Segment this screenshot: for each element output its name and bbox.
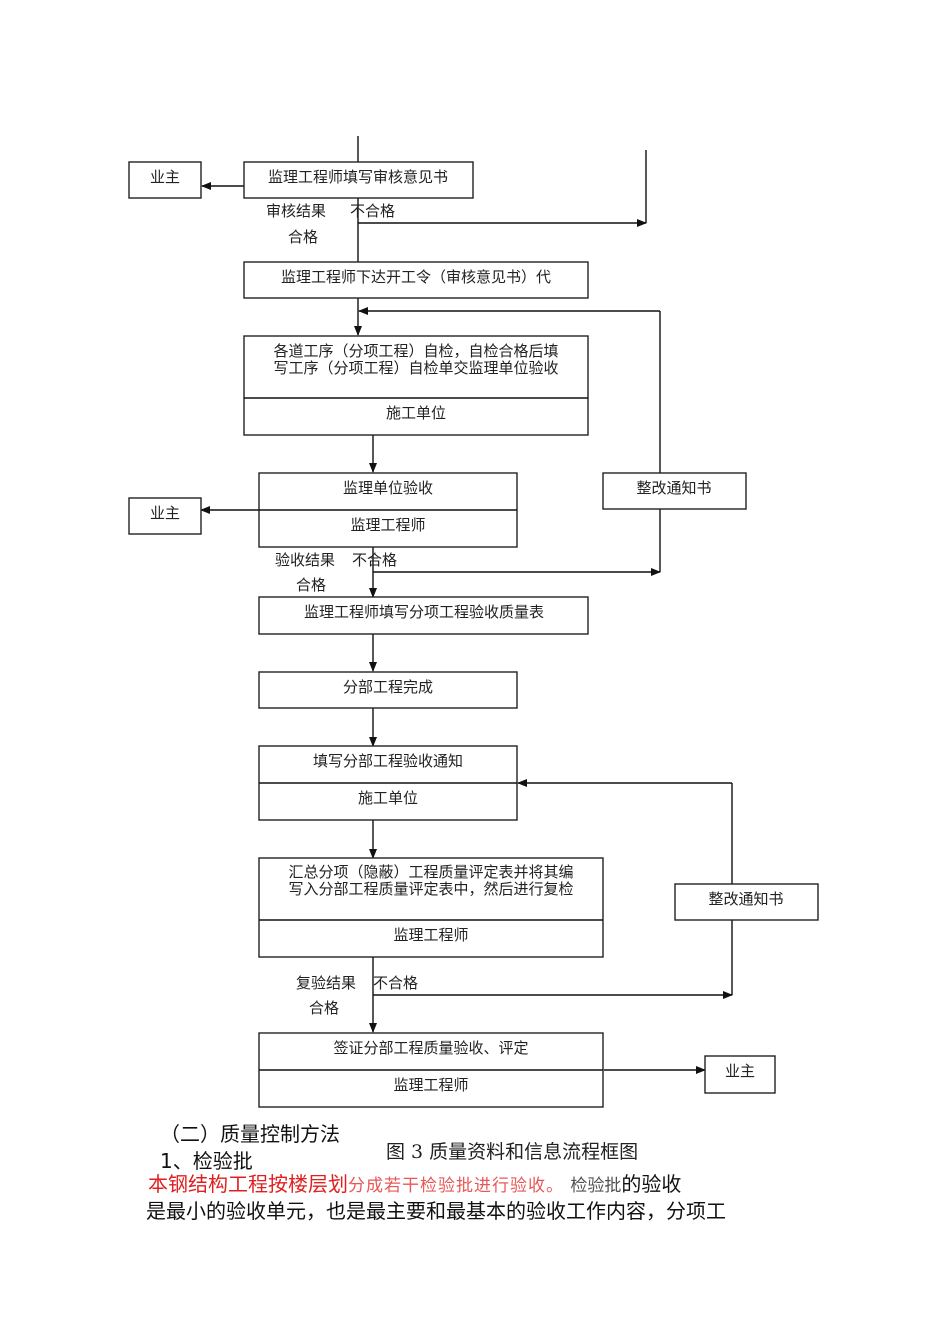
self-inspection-box: 各道工序（分项工程）自检，自检合格后填 写工序（分项工程）自检单交监理单位验收 … [243, 335, 589, 436]
paragraph-line-1: 本钢结构工程按楼层划分成若干检验批进行验收。 检验批的验收 [148, 1168, 681, 1197]
connectors [200, 136, 733, 1074]
rectification-notice-box-2: 整改通知书 [674, 883, 819, 921]
paragraph-faded: 分成若干检验批进行验收。 [348, 1176, 564, 1196]
fail-label-2: 不合格 [352, 551, 397, 569]
fail-label-3: 不合格 [373, 974, 418, 992]
box-text: 监理工程师填写分项工程验收质量表 [304, 603, 544, 621]
issue-start-order-box: 监理工程师下达开工令（审核意见书）代 [243, 261, 589, 299]
box-text-line-1: 各道工序（分项工程）自检，自检合格后填 [273, 342, 558, 360]
box-text: 填写分部工程验收通知 [313, 752, 463, 770]
responsible-party: 监理工程师 [393, 1076, 468, 1094]
figure-caption: 图 3 质量资料和信息流程框图 [386, 1141, 639, 1163]
pass-label-1: 合格 [288, 228, 318, 246]
fill-quality-table-box: 监理工程师填写分项工程验收质量表 [258, 596, 589, 635]
owner-box-3: 业主 [704, 1055, 776, 1094]
box-text: 监理单位验收 [343, 479, 433, 497]
responsible-party: 监理工程师 [350, 516, 425, 534]
paragraph-text: 的验收 [621, 1172, 682, 1196]
quality-info-flowchart: 业主 监理工程师填写审核意见书 监理工程师下达开工令（审核意见书）代 各道工序（… [128, 136, 819, 1108]
summary-recheck-box: 汇总分项（隐蔽）工程质量评定表并将其编 写入分部工程质量评定表中，然后进行复检 … [258, 857, 604, 958]
fill-division-notice-box: 填写分部工程验收通知 施工单位 [258, 745, 518, 821]
rectification-notice-box-1: 整改通知书 [602, 472, 747, 510]
box-text-line-2: 写入分部工程质量评定表中，然后进行复检 [288, 880, 573, 898]
acceptance-result-label: 验收结果 [275, 551, 335, 569]
paragraph-line-2: 是最小的验收单元，也是最主要和最基本的验收工作内容，分项工 [146, 1199, 726, 1223]
owner-box-2: 业主 [128, 497, 202, 535]
fill-review-opinion-box: 监理工程师填写审核意见书 [243, 161, 474, 199]
responsible-party: 监理工程师 [393, 926, 468, 944]
box-text: 监理工程师下达开工令（审核意见书）代 [281, 268, 551, 286]
box-text: 整改通知书 [708, 890, 783, 908]
paragraph-highlight: 本钢结构工程按楼层划 [148, 1172, 348, 1196]
box-text-line-2: 写工序（分项工程）自检单交监理单位验收 [273, 359, 558, 377]
responsible-party: 施工单位 [358, 789, 418, 807]
box-text: 监理工程师填写审核意见书 [268, 168, 448, 186]
sign-off-box: 签证分部工程质量验收、评定 监理工程师 [258, 1032, 604, 1108]
owner-box-1: 业主 [128, 161, 202, 199]
owner-label: 业主 [150, 504, 180, 522]
fail-label-1: 不合格 [350, 202, 395, 220]
pass-label-2: 合格 [296, 576, 326, 594]
responsible-party: 施工单位 [386, 404, 446, 422]
paragraph-grey: 检验批 [570, 1176, 622, 1196]
recheck-result-label: 复验结果 [296, 974, 356, 992]
review-result-label: 审核结果 [266, 202, 326, 220]
division-complete-box: 分部工程完成 [258, 671, 518, 709]
section-heading: （二）质量控制方法 [160, 1122, 340, 1146]
owner-label: 业主 [725, 1062, 755, 1080]
box-text-line-1: 汇总分项（隐蔽）工程质量评定表并将其编 [288, 863, 573, 881]
box-text: 整改通知书 [636, 479, 711, 497]
sub-heading: 1、检验批 [160, 1149, 253, 1173]
box-text: 签证分部工程质量验收、评定 [333, 1039, 528, 1057]
owner-label: 业主 [150, 168, 180, 186]
box-text: 分部工程完成 [343, 678, 433, 696]
pass-label-3: 合格 [309, 999, 339, 1017]
supervision-acceptance-box: 监理单位验收 监理工程师 [258, 472, 518, 548]
